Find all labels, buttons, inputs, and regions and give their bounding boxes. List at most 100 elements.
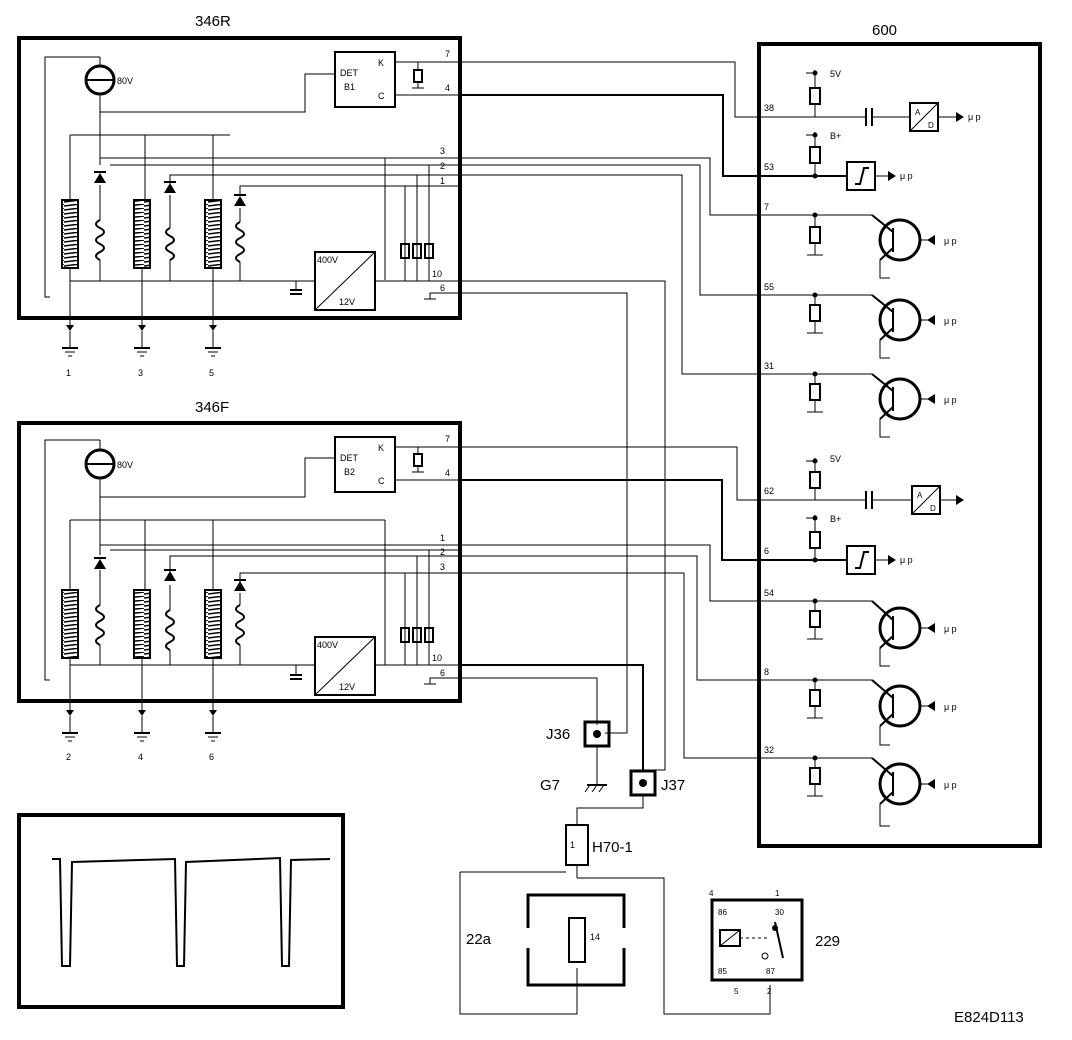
ignition-coil-icon bbox=[61, 589, 222, 659]
fuse-box-22a: 22a 14 bbox=[466, 893, 627, 987]
svg-text:55: 55 bbox=[764, 282, 774, 292]
svg-text:K: K bbox=[378, 443, 384, 453]
svg-text:400V: 400V bbox=[317, 640, 338, 650]
neon-tube-icon bbox=[84, 64, 116, 96]
svg-text:B2: B2 bbox=[344, 467, 355, 477]
secondary-coil-icon bbox=[95, 219, 245, 263]
svg-text:80V: 80V bbox=[117, 460, 133, 470]
connector-j36: J36 bbox=[546, 720, 611, 748]
svg-text:1: 1 bbox=[66, 368, 71, 378]
svg-text:4: 4 bbox=[138, 752, 143, 762]
svg-text:5V: 5V bbox=[830, 69, 841, 79]
module-346f-title: 346F bbox=[195, 399, 229, 416]
thyristor-icon bbox=[94, 171, 246, 206]
dc-converter-block: 400V 12V bbox=[314, 636, 376, 696]
svg-text:μ p: μ p bbox=[944, 624, 957, 634]
svg-text:H70-1: H70-1 bbox=[592, 839, 633, 856]
svg-text:5: 5 bbox=[209, 368, 214, 378]
voltage-label: 80V bbox=[117, 76, 133, 86]
det-b1-block: DET B1 K C bbox=[334, 51, 396, 108]
dc-converter-block: 400V 12V bbox=[314, 251, 376, 311]
svg-text:2: 2 bbox=[767, 987, 772, 996]
svg-text:62: 62 bbox=[764, 486, 774, 496]
svg-text:C: C bbox=[378, 476, 385, 486]
svg-text:53: 53 bbox=[764, 162, 774, 172]
schmitt-trigger-icon bbox=[846, 545, 876, 575]
svg-text:1: 1 bbox=[570, 840, 575, 850]
svg-text:1: 1 bbox=[775, 889, 780, 898]
module-346r-frame bbox=[17, 36, 462, 320]
svg-text:400V: 400V bbox=[317, 255, 338, 265]
svg-text:5: 5 bbox=[734, 987, 739, 996]
svg-text:85: 85 bbox=[718, 967, 727, 976]
svg-text:B1: B1 bbox=[344, 82, 355, 92]
svg-text:3: 3 bbox=[440, 146, 445, 156]
svg-text:A: A bbox=[915, 108, 921, 117]
svg-text:μ p: μ p bbox=[944, 395, 957, 405]
svg-text:D: D bbox=[930, 504, 936, 513]
svg-text:DET: DET bbox=[340, 68, 359, 78]
svg-text:2: 2 bbox=[66, 752, 71, 762]
secondary-coil-icon bbox=[95, 604, 245, 651]
diagram-code: E824D113 bbox=[954, 1009, 1024, 1026]
svg-text:DET: DET bbox=[340, 453, 359, 463]
svg-text:14: 14 bbox=[590, 932, 600, 942]
svg-text:J37: J37 bbox=[661, 777, 685, 794]
svg-text:μ p: μ p bbox=[944, 780, 957, 790]
svg-text:6: 6 bbox=[440, 283, 445, 293]
svg-text:38: 38 bbox=[764, 103, 774, 113]
svg-text:6: 6 bbox=[764, 546, 769, 556]
driver-transistor-icon: μ p μ p bbox=[759, 212, 957, 438]
svg-text:6: 6 bbox=[209, 752, 214, 762]
svg-text:D: D bbox=[928, 121, 934, 130]
schmitt-trigger-icon bbox=[846, 161, 876, 191]
svg-text:30: 30 bbox=[775, 908, 784, 917]
svg-text:μ p: μ p bbox=[968, 112, 981, 122]
svg-text:8: 8 bbox=[764, 667, 769, 677]
svg-text:54: 54 bbox=[764, 588, 774, 598]
svg-text:31: 31 bbox=[764, 361, 774, 371]
svg-text:μ p: μ p bbox=[944, 236, 957, 246]
svg-text:5V: 5V bbox=[830, 454, 841, 464]
svg-text:4: 4 bbox=[445, 468, 450, 478]
svg-text:32: 32 bbox=[764, 745, 774, 755]
svg-text:86: 86 bbox=[718, 908, 727, 917]
svg-text:B+: B+ bbox=[830, 514, 841, 524]
svg-text:22a: 22a bbox=[466, 931, 492, 948]
module-346f-frame bbox=[17, 421, 462, 703]
svg-text:10: 10 bbox=[432, 653, 442, 663]
module-346f: 346F 80V DET B2 K C 7 4 bbox=[17, 399, 462, 762]
module-600-frame bbox=[757, 42, 1042, 848]
svg-text:μ p: μ p bbox=[900, 171, 913, 181]
svg-text:12V: 12V bbox=[339, 297, 355, 307]
ground-g7-label: G7 bbox=[540, 777, 560, 794]
svg-text:K: K bbox=[378, 58, 384, 68]
svg-text:229: 229 bbox=[815, 933, 840, 950]
spark-plug-ground-icon bbox=[62, 710, 221, 742]
svg-text:A: A bbox=[917, 491, 923, 500]
svg-text:7: 7 bbox=[445, 434, 450, 444]
module-600: 600 5V A D μ p 38 B+ bbox=[757, 22, 1042, 848]
thyristor-icon bbox=[94, 557, 246, 591]
svg-text:2: 2 bbox=[440, 161, 445, 171]
svg-text:7: 7 bbox=[764, 202, 769, 212]
chassis-ground-icon bbox=[584, 784, 607, 793]
svg-text:B+: B+ bbox=[830, 131, 841, 141]
module-346r: 346R 80V DET B1 K C 7 4 bbox=[17, 13, 462, 378]
det-b2-block: DET B2 K C bbox=[334, 436, 396, 493]
svg-text:12V: 12V bbox=[339, 682, 355, 692]
driver-transistor-icon: μ p μ p bbox=[759, 598, 957, 827]
neon-tube-icon bbox=[84, 448, 116, 480]
svg-text:3: 3 bbox=[138, 368, 143, 378]
svg-text:μ p: μ p bbox=[900, 555, 913, 565]
svg-text:μ p: μ p bbox=[944, 702, 957, 712]
svg-text:10: 10 bbox=[432, 269, 442, 279]
svg-text:87: 87 bbox=[766, 967, 775, 976]
svg-text:6: 6 bbox=[440, 668, 445, 678]
svg-text:2: 2 bbox=[440, 547, 445, 557]
svg-text:J36: J36 bbox=[546, 726, 570, 743]
svg-text:4: 4 bbox=[709, 889, 714, 898]
svg-text:3: 3 bbox=[440, 562, 445, 572]
svg-text:1: 1 bbox=[440, 176, 445, 186]
